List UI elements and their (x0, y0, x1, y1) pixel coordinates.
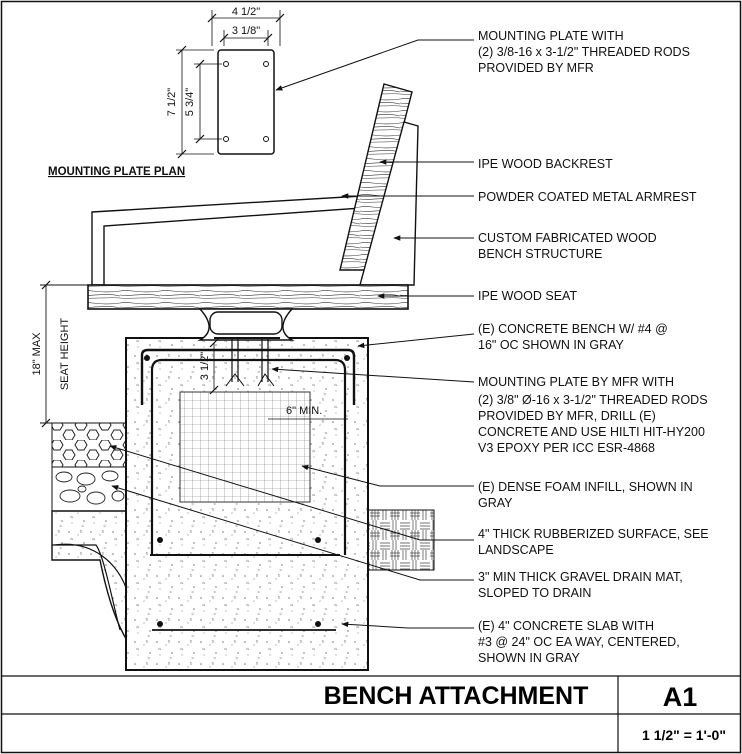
note-armrest: POWDER COATED METAL ARMREST (478, 190, 697, 204)
note-rubber-surface: 4" THICK RUBBERIZED SURFACE, SEE LANDSCA… (478, 527, 712, 557)
plate-plan-title: MOUNTING PLATE PLAN (48, 166, 185, 178)
note-bench-structure: CUSTOM FABRICATED WOOD BENCH STRUCTURE (478, 231, 660, 261)
sheet-number: A1 (663, 682, 698, 712)
dim-plate-height-outer: 7 1/2" (166, 88, 178, 116)
section-dimensions: 18" MAX SEAT HEIGHT 3 1/2" 6" MIN. (31, 280, 348, 428)
dim-plate-width-outer: 4 1/2" (232, 6, 260, 18)
detail-scale: 1 1/2" = 1'-0" (642, 727, 726, 743)
bench (87, 83, 419, 387)
leader-lines (109, 39, 475, 629)
dim-plate-width-inner: 3 1/8" (232, 25, 260, 37)
dim-seat-height: SEAT HEIGHT (59, 318, 71, 391)
dim-edge-min: 6" MIN. (286, 405, 322, 417)
note-concrete-bench: (E) CONCRETE BENCH W/ #4 @ 16" OC SHOWN … (478, 322, 671, 352)
note-foam-infill: (E) DENSE FOAM INFILL, SHOWN IN GRAY (478, 480, 696, 510)
detail-title: BENCH ATTACHMENT (324, 682, 589, 710)
mounting-plate-plan: 4 1/2" 3 1/8" 7 1/2" 5 3/4" MOUNTING PLA… (48, 6, 285, 178)
title-block: BENCH ATTACHMENT A1 1 1/2" = 1'-0" (2, 675, 740, 752)
callout-notes: MOUNTING PLATE WITH (2) 3/8-16 x 3-1/2" … (478, 29, 712, 665)
note-seat: IPE WOOD SEAT (478, 289, 577, 303)
note-gravel-mat: 3" MIN THICK GRAVEL DRAIN MAT, SLOPED TO… (478, 570, 686, 600)
dim-seat-max: 18" MAX (31, 332, 43, 376)
note-mounting-by-mfr: MOUNTING PLATE BY MFR WITH (2) 3/8" Ø-16… (478, 375, 711, 455)
concrete-bench (125, 337, 369, 671)
dim-plate-height-inner: 5 3/4" (184, 88, 196, 116)
dim-embed: 3 1/2" (199, 352, 211, 380)
note-backrest: IPE WOOD BACKREST (478, 157, 613, 171)
note-concrete-slab: (E) 4" CONCRETE SLAB WITH #3 @ 24" OC EA… (478, 619, 683, 665)
note-mounting-plate: MOUNTING PLATE WITH (2) 3/8-16 x 3-1/2" … (478, 29, 693, 75)
